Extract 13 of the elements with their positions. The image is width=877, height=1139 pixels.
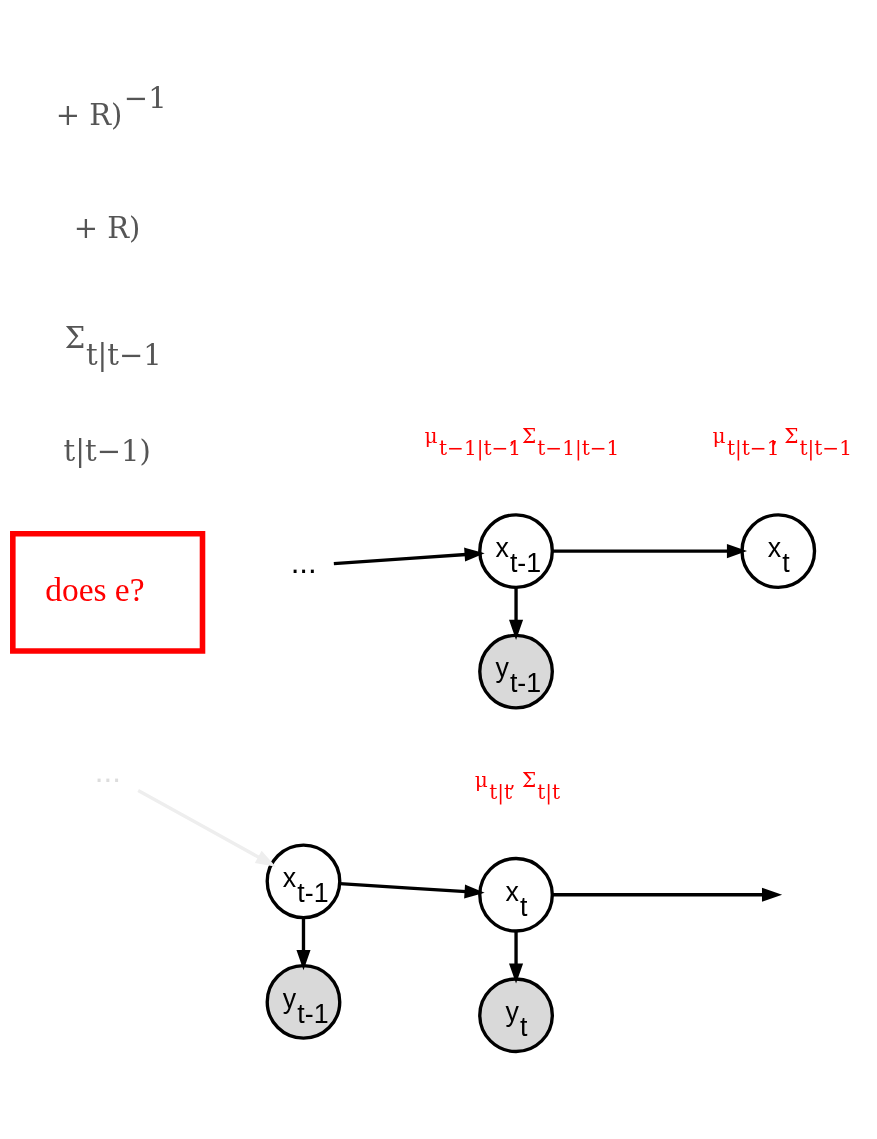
label: + R) xyxy=(73,210,141,245)
arrow xyxy=(137,789,276,867)
node-text: ... xyxy=(94,753,121,789)
node-text: ... xyxy=(290,545,317,581)
arrow xyxy=(552,887,783,902)
arrow xyxy=(509,931,524,984)
arrow xyxy=(333,547,485,566)
arrow xyxy=(509,587,524,640)
arrow xyxy=(296,917,311,971)
node-box: does e? xyxy=(10,531,206,654)
arrow xyxy=(552,544,748,559)
arrow xyxy=(339,881,485,899)
label: t|t−1) xyxy=(63,434,151,469)
